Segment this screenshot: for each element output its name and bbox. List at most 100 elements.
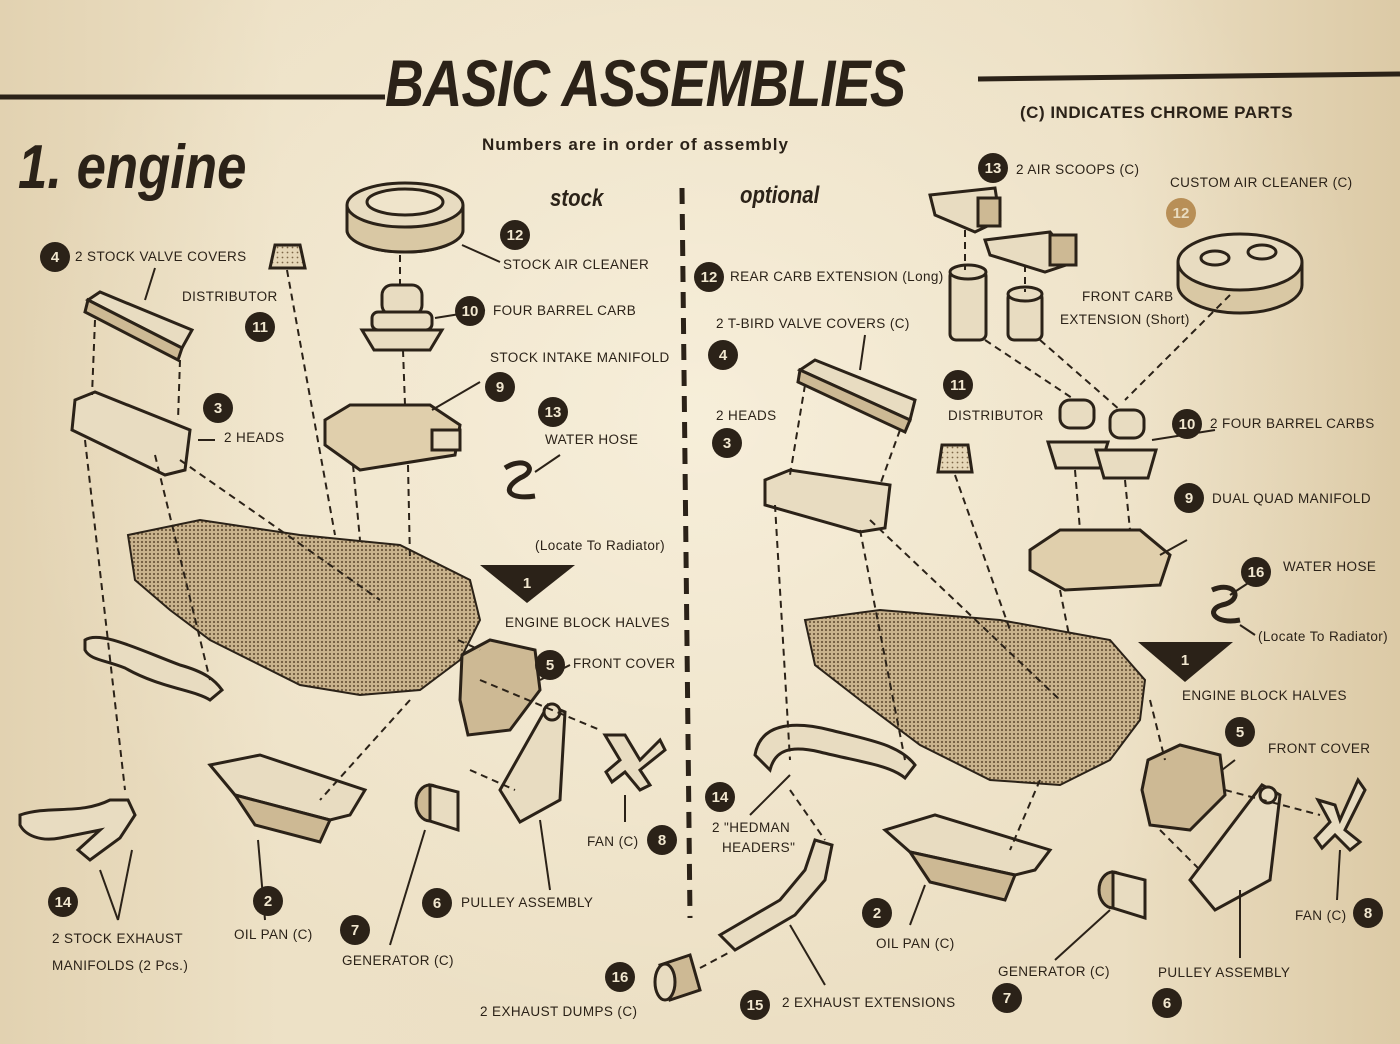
callout-number: 5 — [1225, 717, 1255, 747]
callout-label: FAN (C) — [1295, 908, 1347, 923]
callout-label: FRONT COVER — [1268, 741, 1371, 756]
callout-number: 15 — [740, 990, 770, 1020]
column-divider — [679, 187, 693, 919]
stock-water-hose-drawing — [503, 460, 536, 500]
callout-number: 6 — [422, 888, 452, 918]
callout-label: ENGINE BLOCK HALVES — [1182, 688, 1347, 703]
callout-number: 9 — [485, 372, 515, 402]
optional-water-hose-drawing — [1211, 584, 1241, 624]
callout-number: 10 — [1172, 409, 1202, 439]
callout-label: DISTRIBUTOR — [182, 289, 278, 304]
callout-label: ENGINE BLOCK HALVES — [505, 615, 670, 630]
callout-label: 2 FOUR BARREL CARBS — [1210, 416, 1375, 431]
callout-label: 2 EXHAUST DUMPS (C) — [480, 1004, 638, 1019]
callout-label: FAN (C) — [587, 834, 639, 849]
callout-number: 14 — [705, 782, 735, 812]
callout-note: (Locate To Radiator) — [535, 538, 666, 553]
callout-number: 7 — [992, 983, 1022, 1013]
callout-label: 2 "HEDMAN — [712, 820, 791, 835]
callout-label: PULLEY ASSEMBLY — [461, 895, 594, 910]
callout-label: 2 HEADS — [224, 430, 285, 445]
callout-label: 2 HEADS — [716, 408, 777, 423]
callout-number: 4 — [40, 242, 70, 272]
optional-headers-drawing — [717, 723, 917, 952]
callout-number: 3 — [203, 393, 233, 423]
optional-air-cleaner-drawing — [1176, 232, 1304, 315]
stock-fan-drawing — [602, 733, 667, 792]
callout-label: WATER HOSE — [1283, 559, 1377, 574]
stock-intake-manifold-drawing — [323, 403, 462, 472]
callout-label: FRONT COVER — [573, 656, 676, 671]
callout-number: 1 — [512, 568, 542, 598]
stock-pointer-lines — [99, 244, 626, 946]
callout-label: CUSTOM AIR CLEANER (C) — [1170, 175, 1353, 190]
callout-number: 10 — [455, 296, 485, 326]
column-heading-stock: stock — [550, 185, 604, 212]
callout-label: REAR CARB EXTENSION (Long) — [730, 269, 944, 284]
callout-number: 12 — [1166, 198, 1196, 228]
page-title: BASIC ASSEMBLIES — [385, 46, 906, 120]
callout-number: 16 — [605, 962, 635, 992]
callout-label: HEADERS" — [722, 840, 796, 855]
callout-label: FOUR BARREL CARB — [493, 303, 637, 318]
optional-front-cover-drawing — [1140, 743, 1227, 832]
callout-number: 9 — [1174, 483, 1204, 513]
callout-label: OIL PAN (C) — [876, 936, 955, 951]
column-heading-optional: optional — [740, 182, 820, 209]
optional-fan-drawing — [1313, 776, 1367, 853]
header-rule-right — [977, 71, 1400, 82]
callout-number: 11 — [943, 370, 973, 400]
optional-carb-extension-drawing — [948, 263, 1044, 342]
optional-head-drawing — [763, 468, 892, 534]
callout-number: 13 — [538, 397, 568, 427]
callout-number: 4 — [708, 340, 738, 370]
callout-number: 8 — [1353, 898, 1383, 928]
callout-label: 2 AIR SCOOPS (C) — [1016, 162, 1140, 177]
stock-air-cleaner-drawing — [345, 181, 465, 254]
callout-label: DUAL QUAD MANIFOLD — [1212, 491, 1371, 506]
callout-number: 7 — [340, 915, 370, 945]
callout-label: WATER HOSE — [545, 432, 639, 447]
stock-leader-lines — [84, 255, 601, 801]
optional-manifold-drawing — [1028, 528, 1172, 592]
callout-number: 2 — [253, 886, 283, 916]
stock-oil-pan-drawing — [207, 753, 368, 844]
callout-label: 2 STOCK EXHAUST — [52, 931, 184, 946]
section-title: 1. engine — [18, 133, 247, 202]
subtitle: Numbers are in order of assembly — [482, 135, 789, 154]
optional-valve-cover-drawing — [796, 358, 917, 435]
callout-label: EXTENSION (Short) — [1060, 312, 1190, 327]
callout-label: GENERATOR (C) — [998, 964, 1110, 979]
callout-number: 16 — [1241, 557, 1271, 587]
optional-engine-block-drawing — [803, 608, 1147, 787]
callout-number: 13 — [978, 153, 1008, 183]
stock-generator-drawing — [414, 783, 460, 833]
callout-label: STOCK AIR CLEANER — [503, 257, 650, 272]
callout-label: 2 STOCK VALVE COVERS — [75, 249, 247, 264]
stock-pulley-drawing — [498, 702, 567, 824]
callout-label: MANIFOLDS (2 Pcs.) — [52, 958, 189, 973]
stock-head-drawing — [70, 390, 192, 477]
callout-label: 2 T-BIRD VALVE COVERS (C) — [716, 316, 910, 331]
callout-number: 12 — [500, 220, 530, 250]
optional-pointer-lines — [749, 334, 1341, 986]
callout-number: 14 — [48, 887, 78, 917]
stock-front-cover-drawing — [458, 638, 542, 737]
callout-number: 5 — [535, 650, 565, 680]
stock-carb-drawing — [359, 283, 445, 352]
callout-label: FRONT CARB — [1082, 289, 1174, 304]
callout-number: 12 — [694, 262, 724, 292]
callout-label: GENERATOR (C) — [342, 953, 454, 968]
stock-engine-block-drawing — [126, 518, 482, 697]
optional-generator-drawing — [1097, 870, 1147, 921]
stock-exhaust-manifold-drawing — [18, 635, 225, 862]
stock-valve-cover-drawing — [83, 290, 195, 363]
callout-number: 1 — [1170, 645, 1200, 675]
callout-number: 8 — [647, 825, 677, 855]
callout-label: PULLEY ASSEMBLY — [1158, 965, 1291, 980]
callout-label: DISTRIBUTOR — [948, 408, 1044, 423]
optional-air-scoops-drawing — [928, 186, 1078, 274]
optional-leader-lines — [699, 230, 1321, 969]
